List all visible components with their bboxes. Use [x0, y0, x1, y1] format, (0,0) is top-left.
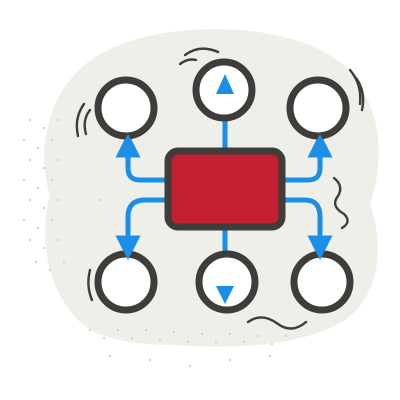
arrow-to-top-left — [115, 132, 173, 183]
node-bottom-center — [195, 250, 259, 314]
node-top-left — [94, 76, 158, 140]
dot-pattern — [22, 108, 312, 368]
arrow-tip-bottom-left — [119, 242, 137, 260]
arrow-to-bottom-right — [277, 197, 333, 261]
arrow-tip-top-right — [311, 134, 329, 152]
node-bottom-right — [290, 250, 354, 314]
node-top-right — [286, 76, 350, 140]
arrow-tip-bottom-center — [216, 286, 234, 304]
arrow-tips — [119, 74, 329, 304]
arrow-to-bottom-left — [115, 197, 173, 261]
arrow-tip-top-left — [119, 134, 137, 152]
arrow-tip-top-center — [216, 74, 234, 94]
sketch-accents — [75, 47, 365, 330]
arrow-tip-bottom-right — [311, 242, 329, 260]
central-hub — [164, 147, 286, 231]
arrow-to-top-right — [277, 132, 333, 183]
node-bottom-left — [94, 250, 158, 314]
